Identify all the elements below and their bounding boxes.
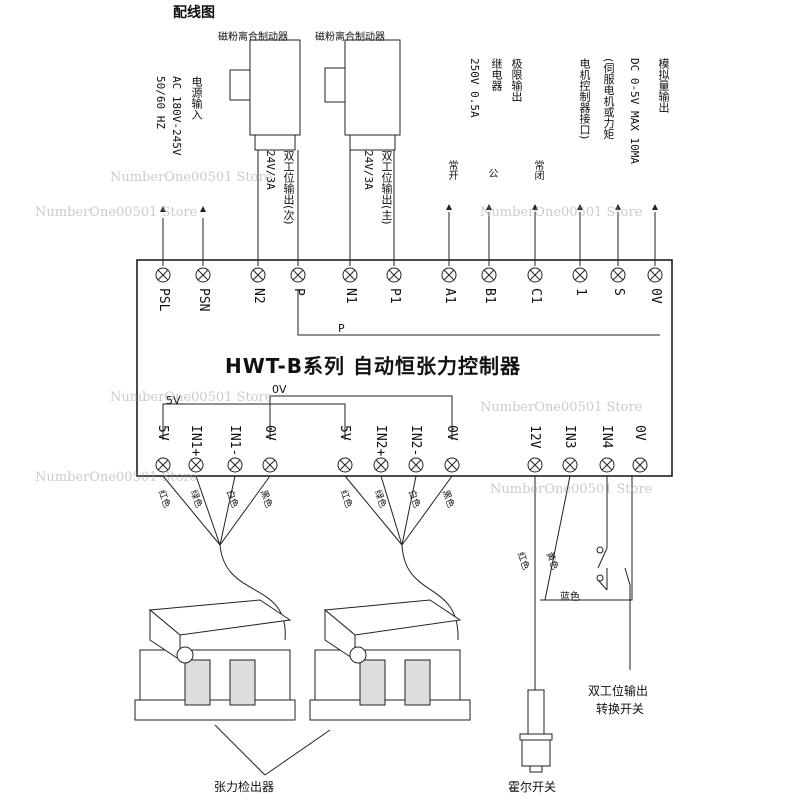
- inner-label-5v: 5V: [166, 394, 181, 407]
- controller-title: HWT-B系列 自动恒张力控制器: [225, 354, 522, 378]
- brake2-output-line1: 双工位输出(主): [380, 150, 393, 225]
- terminal-label: S: [611, 288, 626, 296]
- relay-no-label: 常开: [446, 160, 457, 180]
- terminal-label: 0V: [632, 425, 647, 441]
- terminal-label: IN3: [562, 425, 577, 449]
- terminal-label: B1: [482, 288, 497, 304]
- diagram-title: 配线图: [173, 5, 215, 21]
- terminal-label: P1: [387, 288, 402, 304]
- terminal-label: C1: [528, 288, 543, 304]
- power-input-line2: AC 180V-245V: [170, 76, 183, 156]
- detector-arrows: [214, 724, 331, 776]
- hall-switch-label: 霍尔开关: [508, 780, 557, 794]
- brake1-output-line1: 双工位输出(次): [282, 150, 295, 225]
- controller-box: [136, 259, 673, 477]
- relay-line1: 极限输出: [510, 58, 523, 102]
- tension-detector-2: [309, 599, 471, 721]
- watermark: NumberOne00501 Store: [35, 470, 198, 485]
- watermark: NumberOne00501 Store: [480, 400, 643, 415]
- terminal-label: PSN: [196, 288, 211, 312]
- analog-line3: (伺服电机或力矩: [602, 58, 615, 140]
- relay-com-label: 公: [486, 168, 497, 178]
- analog-line4: 电机控制器接口): [578, 58, 591, 140]
- brake-2: [324, 39, 401, 151]
- sensor1-cable: [162, 475, 286, 641]
- watermark: NumberOne00501 Store: [490, 482, 653, 497]
- terminal-label: P: [291, 288, 306, 296]
- switch-contact-1: [596, 546, 604, 554]
- terminal-label: 1: [573, 288, 588, 296]
- terminal-label: IN2-: [408, 425, 423, 457]
- watermark: NumberOne00501 Store: [35, 205, 198, 220]
- terminal-label: IN1+: [188, 425, 203, 457]
- inner-label-0v: 0V: [272, 383, 287, 396]
- terminal-label: IN2+: [373, 425, 388, 457]
- switch-label-line1: 双工位输出: [588, 684, 649, 698]
- tension-detector-1: [134, 599, 296, 721]
- terminal-label: 5V: [337, 425, 352, 441]
- 5v-bus-line: [162, 403, 346, 440]
- switch-arrow: [624, 567, 631, 670]
- arrow-tips: [160, 204, 658, 212]
- terminal-label: IN1-: [227, 425, 242, 457]
- terminal-label: 0V: [648, 288, 663, 304]
- power-input-line3: 50/60 HZ: [154, 76, 167, 129]
- brake1-label: 磁粉离合制动器: [218, 32, 288, 43]
- top-wires: [162, 150, 656, 266]
- watermark: NumberOne00501 Store: [110, 170, 273, 185]
- terminal-label: 0V: [444, 425, 459, 441]
- terminal-label: IN4: [599, 425, 614, 449]
- terminal-label: PSL: [156, 288, 171, 312]
- terminal-label: N2: [251, 288, 266, 304]
- tension-detector-label: 张力检出器: [214, 780, 275, 794]
- terminal-label: 0V: [262, 425, 277, 441]
- watermark: NumberOne00501 Store: [110, 390, 273, 405]
- wire-color-label: 蓝色: [560, 592, 580, 603]
- brake2-label: 磁粉离合制动器: [315, 32, 385, 43]
- power-input-line1: 电源输入: [190, 76, 203, 120]
- relay-line3: 250V 0.5A: [468, 58, 481, 118]
- brake2-output-line2: 24V/3A: [362, 150, 375, 190]
- relay-nc-label: 常闭: [532, 160, 543, 180]
- inner-label-p: P: [338, 322, 345, 335]
- analog-line1: 模拟量输出: [657, 58, 670, 113]
- terminal-label: N1: [343, 288, 358, 304]
- terminal-label: 5V: [155, 425, 170, 441]
- brake-1: [229, 39, 301, 151]
- hall-wiring: [534, 475, 633, 690]
- switch-label-line2: 转换开关: [596, 702, 645, 716]
- terminal-label: 12V: [527, 425, 542, 449]
- switch-contact-2: [596, 574, 604, 582]
- p-bus-line: [297, 290, 660, 336]
- relay-line2: 继电器: [490, 58, 503, 91]
- hall-sensor: [519, 689, 553, 773]
- watermark: NumberOne00501 Store: [480, 205, 643, 220]
- brake1-output-line2: 24V/3A: [264, 150, 277, 190]
- 0v-bus-line: [269, 395, 453, 440]
- analog-line2: DC 0-5V MAX 10MA: [628, 58, 641, 164]
- terminal-label: A1: [442, 288, 457, 304]
- sensor2-cable: [344, 475, 459, 641]
